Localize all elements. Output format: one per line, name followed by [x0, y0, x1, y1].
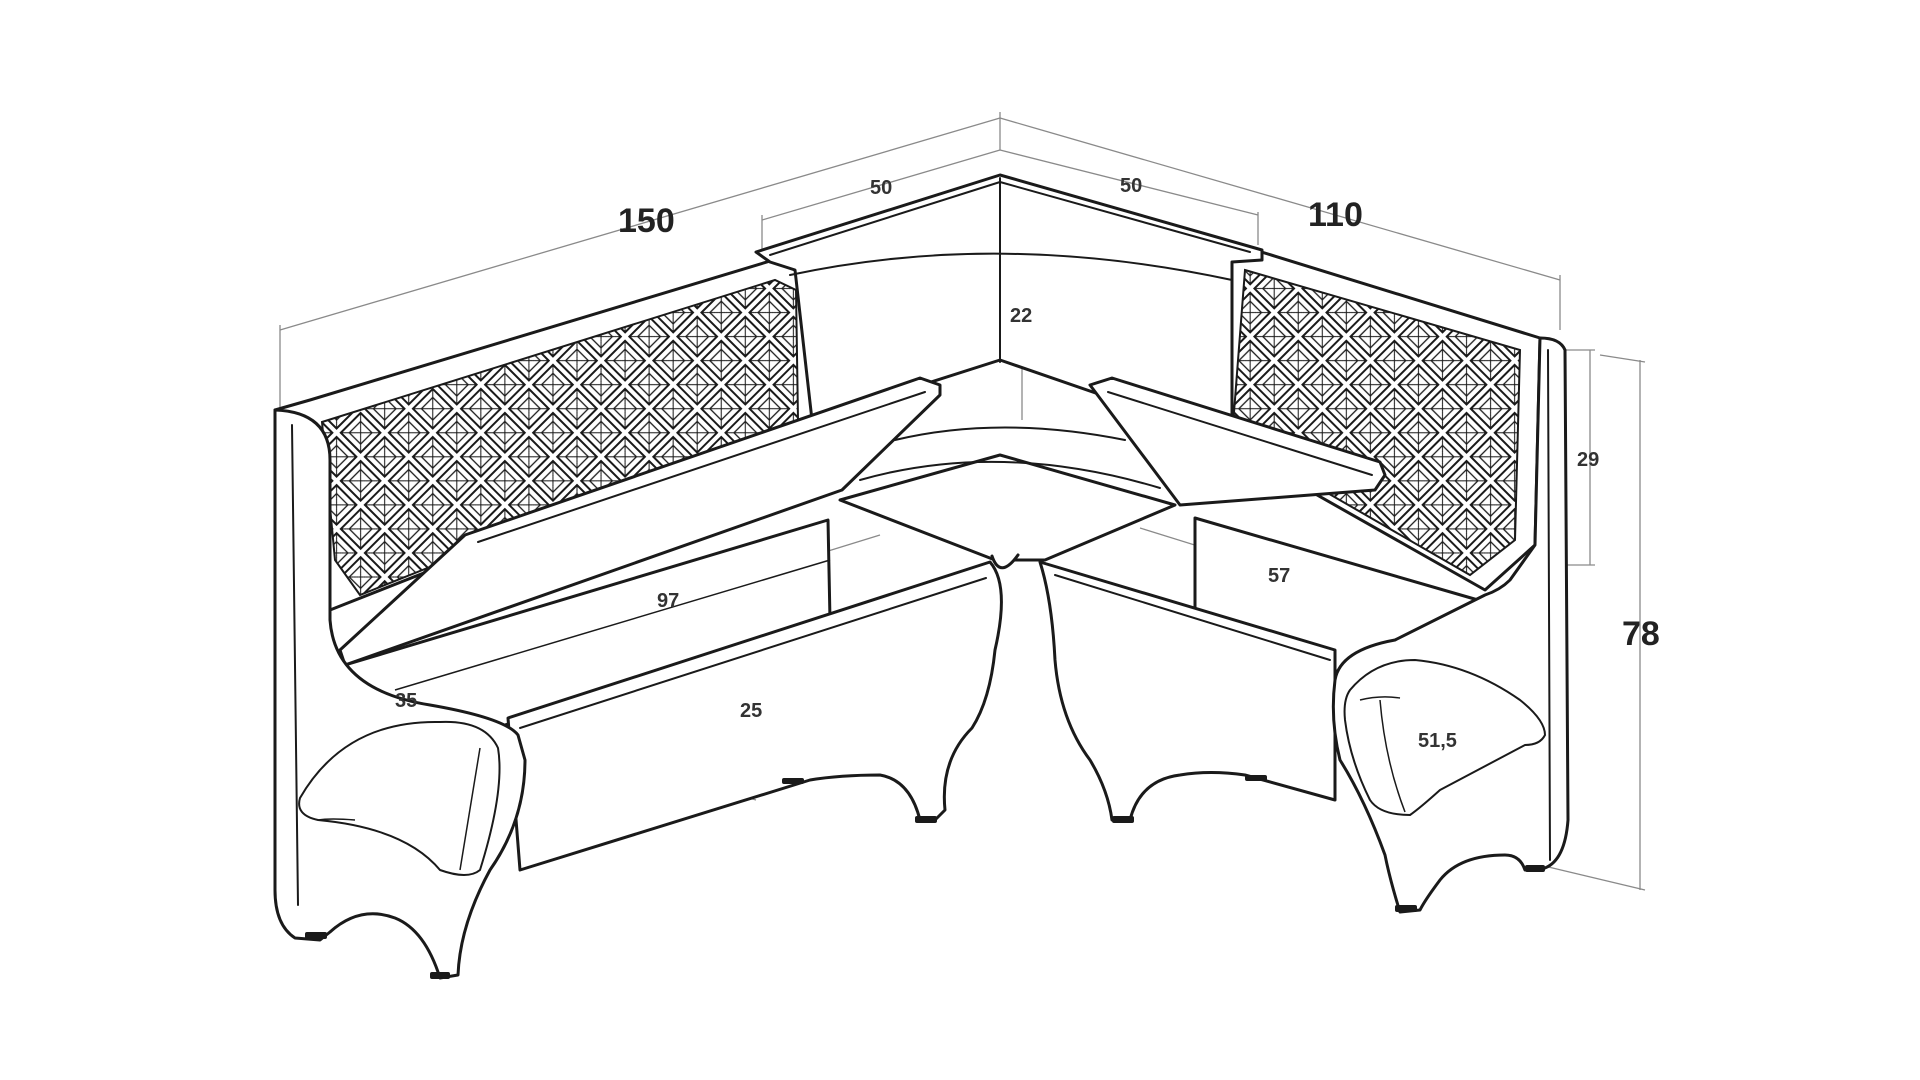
label-29: 29	[1577, 449, 1599, 471]
label-50-left: 50	[870, 177, 892, 199]
center-leg-caps	[782, 775, 1267, 823]
right-seat-lid	[1088, 376, 1387, 507]
label-25: 25	[740, 700, 762, 722]
right-front-panel	[1038, 560, 1337, 822]
dimension-labels: 150 110 50 50 22 29 78 97 35 25 57 51,5	[395, 175, 1660, 752]
corner-seat	[838, 453, 1177, 570]
label-97: 97	[657, 590, 679, 612]
left-seat-lid	[338, 376, 942, 667]
label-57: 57	[1268, 565, 1290, 587]
right-backrest	[1218, 248, 1542, 592]
label-78: 78	[1622, 615, 1660, 653]
label-150: 150	[618, 202, 675, 240]
label-50-right: 50	[1120, 175, 1142, 197]
left-front-panel	[506, 560, 1003, 872]
label-35: 35	[395, 690, 417, 712]
label-51-5: 51,5	[1418, 730, 1457, 752]
left-side-panel	[273, 408, 527, 980]
corner-back	[754, 173, 1264, 442]
label-22: 22	[1010, 305, 1032, 327]
right-side-panel	[1331, 336, 1570, 914]
label-110: 110	[1308, 196, 1363, 234]
